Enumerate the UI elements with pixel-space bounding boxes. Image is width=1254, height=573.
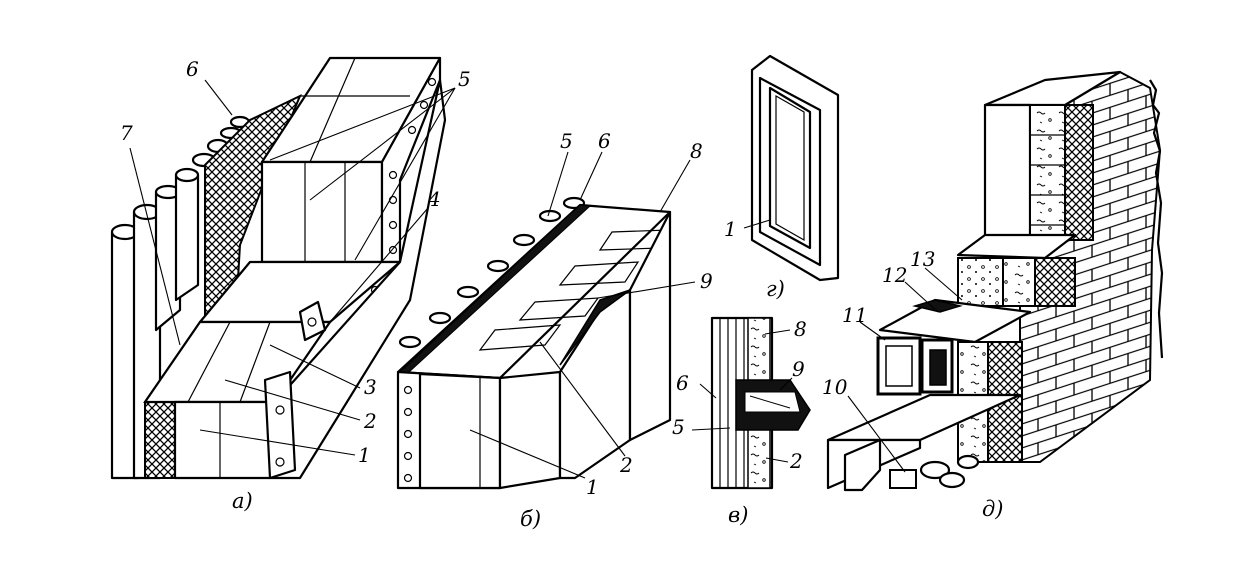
label-b-8: 8 <box>690 139 703 163</box>
label-d-13: 13 <box>910 247 935 271</box>
label-b-9: 9 <box>700 269 713 293</box>
label-b-1: 1 <box>586 475 599 499</box>
caption-b: б) <box>520 507 541 531</box>
fragment-g: 1 г) <box>724 54 840 301</box>
tubes-a <box>110 115 251 480</box>
label-a-1: 1 <box>358 443 371 467</box>
caption-v: в) <box>728 503 748 527</box>
label-a-2: 2 <box>363 409 377 433</box>
insulation-strip-a <box>204 93 302 331</box>
label-a-3: 3 <box>364 375 377 399</box>
label-a-6: 6 <box>186 57 199 81</box>
fragment-b: 5 6 8 9 2 1 б) <box>396 129 713 531</box>
leaders-a <box>129 79 456 456</box>
fragment-a: 7 6 5 4 3 2 1 а) <box>110 56 471 513</box>
label-d-12: 12 <box>882 263 907 287</box>
fragment-v: 8 6 9 5 2 в) <box>672 316 811 527</box>
label-v-9: 9 <box>792 357 805 381</box>
label-a-4: 4 <box>427 187 441 211</box>
label-v-2: 2 <box>789 449 803 473</box>
label-a-5: 5 <box>458 67 471 91</box>
caption-g: г) <box>766 277 785 301</box>
bolt-holes-b <box>403 385 413 483</box>
label-b-6: 6 <box>598 129 611 153</box>
leaders-d <box>847 267 963 473</box>
label-d-11: 11 <box>842 303 867 327</box>
leaders-b <box>469 151 696 479</box>
tubes-b <box>398 196 586 349</box>
caption-a: а) <box>232 489 253 513</box>
fragment-d: 13 12 11 10 д) <box>822 70 1164 521</box>
leaders-v <box>691 329 793 463</box>
label-v-8: 8 <box>794 317 807 341</box>
label-g-1: 1 <box>724 217 737 241</box>
label-v-6: 6 <box>676 371 689 395</box>
label-b-5: 5 <box>560 129 573 153</box>
label-d-10: 10 <box>822 375 848 399</box>
label-b-2: 2 <box>619 453 633 477</box>
caption-d: д) <box>982 497 1004 521</box>
label-a-7: 7 <box>120 121 133 145</box>
label-v-5: 5 <box>672 415 685 439</box>
